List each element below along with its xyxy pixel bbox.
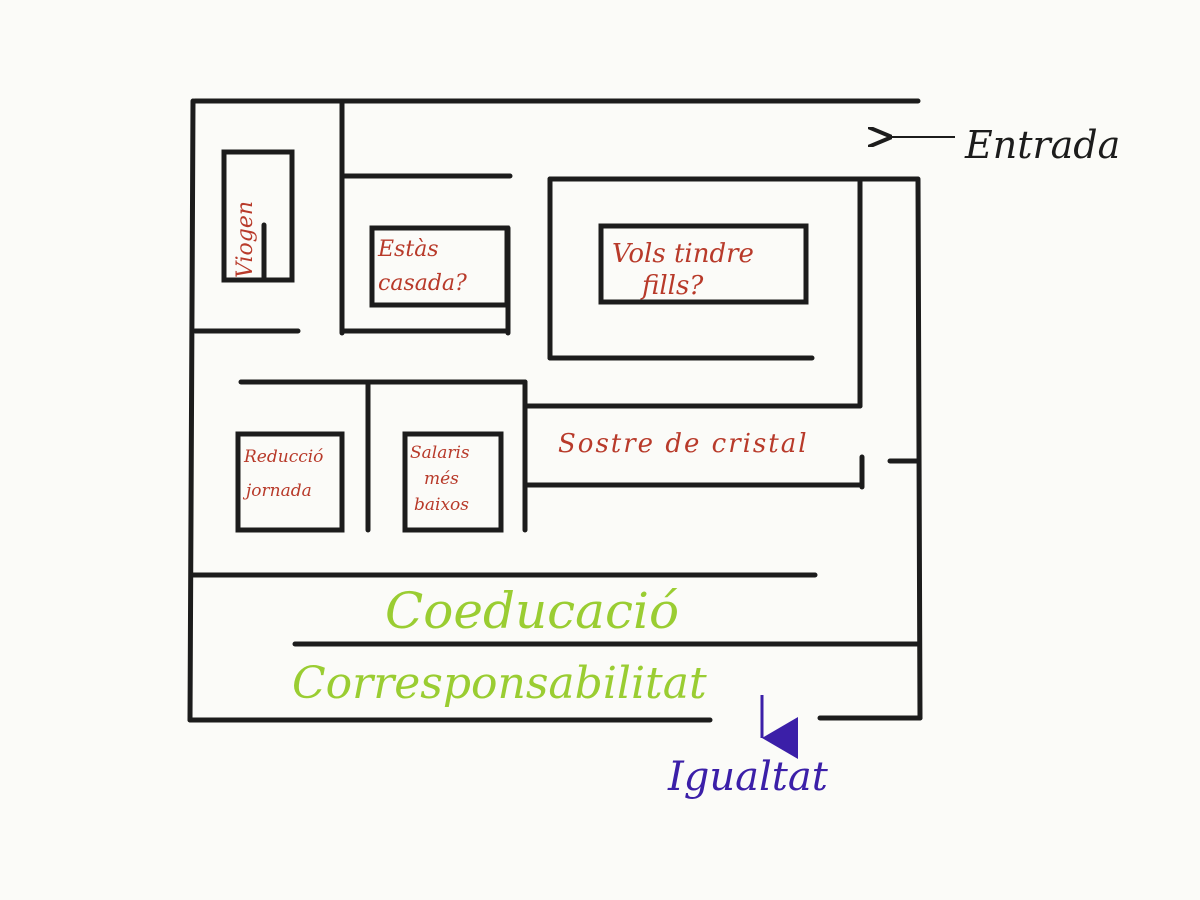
entrada-label: Entrada	[964, 123, 1120, 167]
wall-outer-right	[915, 177, 923, 721]
reduccio-line2: jornada	[242, 481, 312, 501]
viogen-label: Viogen	[233, 201, 258, 278]
casada-box	[369, 225, 510, 308]
salaris-line1: Salaris	[410, 443, 470, 463]
sostre-label: Sostre de cristal	[558, 429, 809, 459]
coeducacio-label: Coeducació	[385, 582, 679, 640]
corresponsabilitat-label: Corresponsabilitat	[292, 658, 707, 709]
vols-tindre-line2: fills?	[640, 271, 704, 301]
maze-walls	[187, 98, 923, 723]
fills-box	[598, 223, 809, 305]
igualtat-label: Igualtat	[667, 754, 829, 800]
wall-outer-left	[187, 98, 196, 723]
viogen-box	[221, 149, 295, 283]
reduccio-line1: Reducció	[243, 447, 323, 467]
estas-casada-line2: casada?	[378, 271, 467, 296]
salaris-line2: més	[424, 469, 459, 489]
vols-tindre-line1: Vols tindre	[612, 239, 754, 269]
estas-casada-line1: Estàs	[377, 237, 439, 262]
salaris-line3: baixos	[414, 495, 469, 515]
